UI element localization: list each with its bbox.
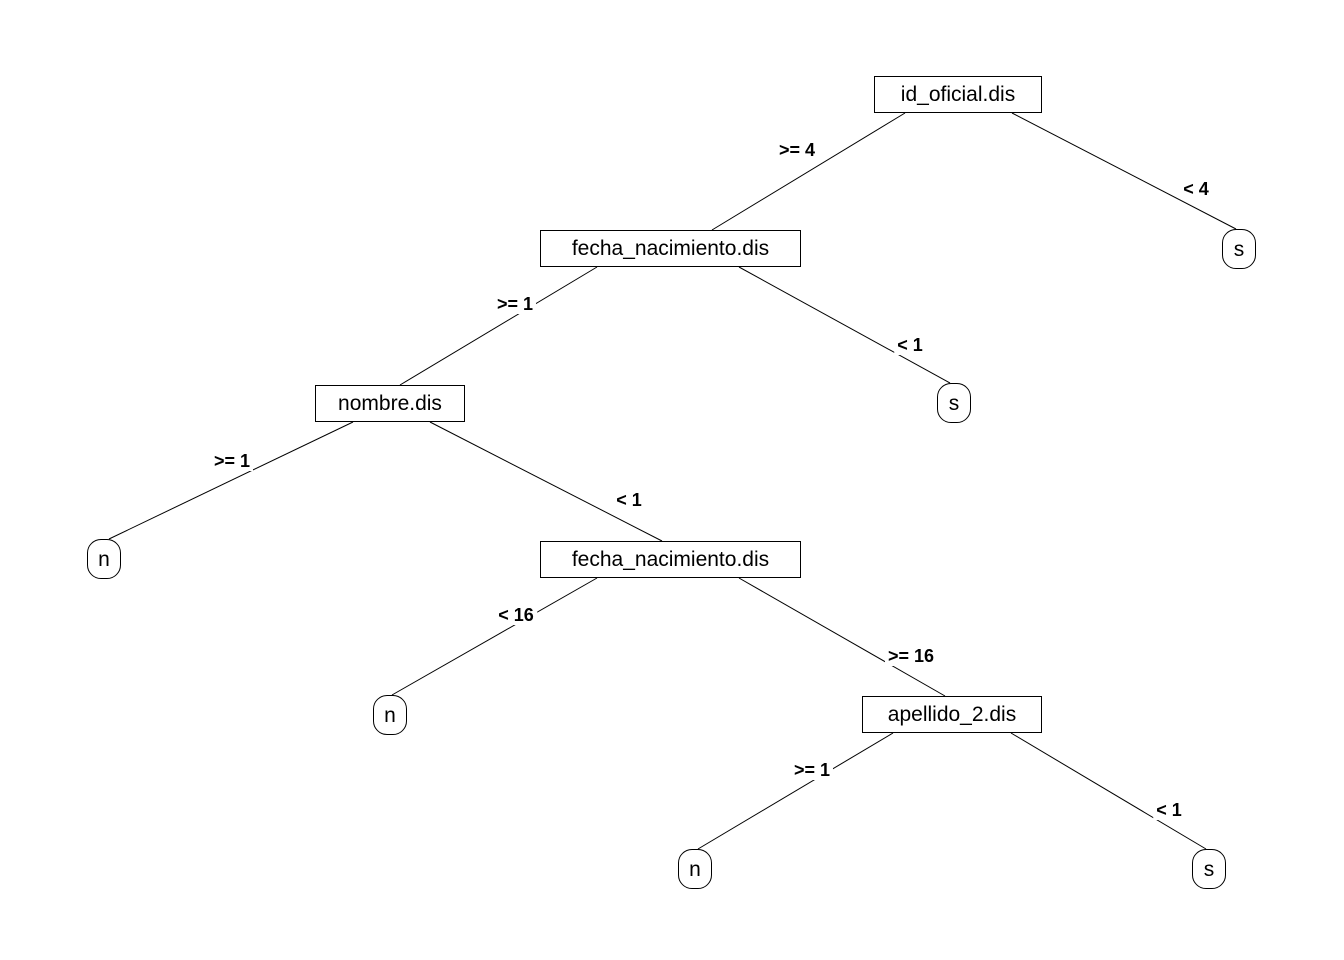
tree-split-node: fecha_nacimiento.dis	[540, 541, 801, 578]
tree-edge-label: < 1	[894, 335, 926, 355]
tree-edge	[1010, 732, 1207, 850]
tree-edge	[738, 266, 951, 384]
tree-edge	[1011, 112, 1237, 230]
tree-edge	[429, 421, 663, 542]
tree-edge-label: < 4	[1180, 179, 1212, 199]
tree-edge-label: < 1	[613, 490, 645, 510]
tree-edge	[711, 112, 906, 231]
tree-leaf-node: s	[1192, 849, 1226, 889]
tree-edge-label: >= 16	[884, 646, 938, 666]
tree-edge-label: >= 1	[790, 760, 834, 780]
tree-split-node: id_oficial.dis	[874, 76, 1042, 113]
tree-edge-label: >= 1	[493, 294, 537, 314]
tree-leaf-node: n	[373, 695, 407, 735]
tree-edge-label: >= 4	[775, 140, 819, 160]
tree-edge	[399, 266, 598, 386]
tree-edge	[391, 577, 598, 696]
tree-split-node: fecha_nacimiento.dis	[540, 230, 801, 267]
tree-edge-label: >= 1	[210, 451, 254, 471]
tree-leaf-node: s	[1222, 229, 1256, 269]
tree-split-node: nombre.dis	[315, 385, 465, 422]
tree-edge-label: < 1	[1153, 800, 1185, 820]
tree-leaf-node: n	[87, 539, 121, 579]
tree-edge	[697, 732, 894, 850]
tree-edge	[738, 577, 946, 697]
tree-leaf-node: s	[937, 383, 971, 423]
tree-edge	[108, 421, 354, 540]
tree-leaf-node: n	[678, 849, 712, 889]
tree-split-node: apellido_2.dis	[862, 696, 1042, 733]
tree-edge-label: < 16	[495, 605, 537, 625]
